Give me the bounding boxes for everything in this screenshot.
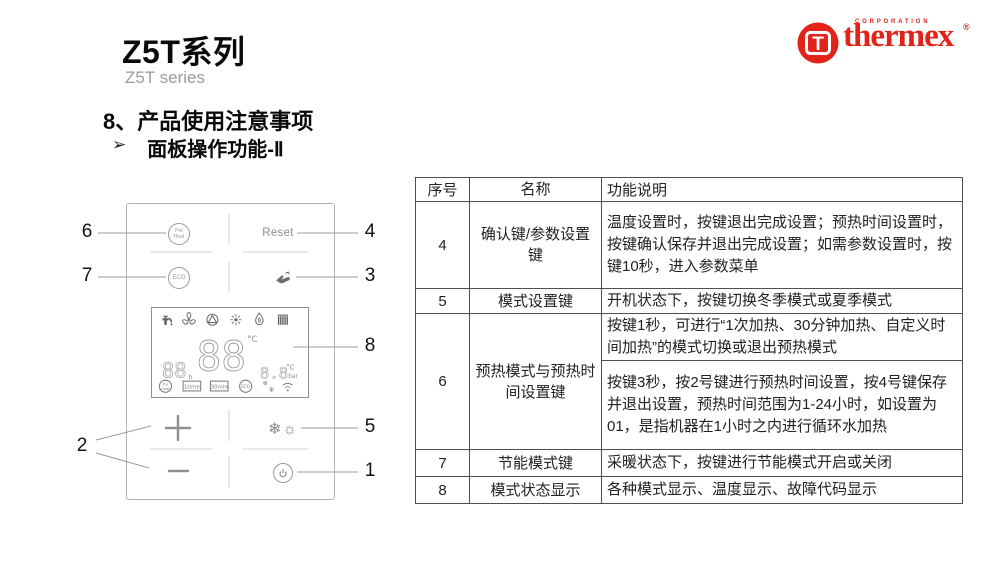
col-header-no: 序号 [415,177,470,202]
lcd-sub-digits: 8.8 [260,363,288,382]
lcd-main-digits: 88 [196,333,245,381]
cell-no: 6 [415,313,470,450]
svg-text:T: T [812,34,824,55]
wifi-icon [282,382,293,392]
lcd-eco-icon: ECO [239,379,253,393]
logo-emblem-icon: T [797,22,839,64]
lcd-sub-unit-top: °C [286,364,294,372]
cell-no: 8 [415,476,470,504]
table-row: 8 模式状态显示 各种模式显示、温度显示、故障代码显示 [415,476,963,504]
cell-desc: 采暖状态下，按键进行节能模式开启或关闭 [601,449,963,477]
lcd-main-unit: °C [247,335,258,345]
cell-desc: 开机状态下，按键切换冬季模式或夏季模式 [601,288,963,314]
lcd-1time-icon: 1time [182,380,202,392]
callout-6: 6 [81,221,93,242]
cell-name: 预热模式与预热时间设置键 [469,313,602,450]
preheat-button: Pre Heat [168,223,190,245]
cell-desc: 按键3秒，按2号键进行预热时间设置，按4号键保存并退出设置，预热时间范围为1-2… [601,360,963,450]
svg-text:❄: ❄ [262,379,268,387]
cell-no: 4 [415,201,470,289]
touch-hand-icon [273,268,293,288]
thermex-logo: T CORPORATION thermex ® [795,16,980,68]
panel-diagram: Pre Heat Reset ECO [126,203,335,500]
lcd-preheat-icon: Pre Heat [158,379,173,393]
page-subtitle: Z5T series [125,68,205,87]
cell-desc: 温度设置时，按键退出完成设置；预热时间设置时，按键确认保存并退出完成设置；如需参… [601,201,963,289]
radiator-icon [277,314,288,325]
lcd-sub-unit-bottom: bar [288,374,298,380]
winter-summer-button: ❄☼ [267,421,299,438]
cell-no: 7 [415,449,470,477]
cell-name: 模式设置键 [469,288,602,314]
pump-icon [206,313,219,326]
col-header-name: 名称 [469,177,602,202]
callout-3: 3 [364,265,376,286]
reset-button: Reset [262,227,294,239]
svg-text:1time: 1time [184,384,200,390]
col-header-desc: 功能说明 [601,177,963,202]
spec-table: 序号 名称 功能说明 4 确认键/参数设置键 温度设置时，按键退出完成设置；预热… [415,177,963,504]
logo-corporation: CORPORATION [855,19,931,25]
cell-name: 确认键/参数设置键 [469,201,602,289]
table-row: 5 模式设置键 开机状态下，按键切换冬季模式或夏季模式 [415,288,963,314]
eco-button: ECO [168,267,190,289]
callout-4: 4 [364,221,376,242]
bullet-line: ➢ 面板操作功能-Ⅱ [112,133,284,162]
flame-icon [255,312,264,326]
table-header-row: 序号 名称 功能说明 [415,177,963,202]
cell-desc: 按键1秒，可进行“1次加热、30分钟加热、自定义时间加热”的模式切换或退出预热模… [601,313,963,361]
cell-desc: 各种模式显示、温度显示、故障代码显示 [601,476,963,504]
page-title: Z5T系列 [122,34,246,70]
section-heading: 8、产品使用注意事项 [103,109,314,134]
lcd-snowflake-icon: ❄ ❄ [262,379,274,394]
cell-name: 模式状态显示 [469,476,602,504]
callout-2: 2 [76,435,88,456]
bullet-text: 面板操作功能-Ⅱ [147,139,284,161]
lcd-hours-digits: 88 [162,358,187,382]
cell-no: 5 [415,288,470,314]
sun-icon [230,314,242,326]
callout-1: 1 [364,460,376,481]
fan-icon [182,312,196,325]
power-button [273,463,293,483]
svg-text:ECO: ECO [241,384,250,389]
power-icon [279,469,287,478]
logo-registered-mark: ® [963,22,970,32]
lcd-30min-icon: 30min [209,380,229,392]
svg-text:❄: ❄ [269,386,275,394]
table-row: 4 确认键/参数设置键 温度设置时，按键退出完成设置；预热时间设置时，按键确认保… [415,201,963,289]
svg-text:30min: 30min [211,384,228,390]
arrow-bullet-icon: ➢ [112,135,127,154]
faucet-icon [162,315,173,326]
lcd-hours-unit: h [188,373,192,381]
cell-name: 节能模式键 [469,449,602,477]
lcd-display: 88 h 88 °C 8.8 °C bar Pre Heat 1time 30m… [151,307,309,398]
svg-text:Heat: Heat [161,387,170,391]
logo-brand: thermex [843,18,954,54]
callout-7: 7 [81,265,93,286]
table-row: 6 预热模式与预热时间设置键 按键1秒，可进行“1次加热、30分钟加热、自定义时… [415,313,963,450]
callout-5: 5 [364,416,376,437]
svg-text:Pre: Pre [163,383,169,387]
table-row: 7 节能模式键 采暖状态下，按键进行节能模式开启或关闭 [415,449,963,477]
callout-8: 8 [364,335,376,356]
